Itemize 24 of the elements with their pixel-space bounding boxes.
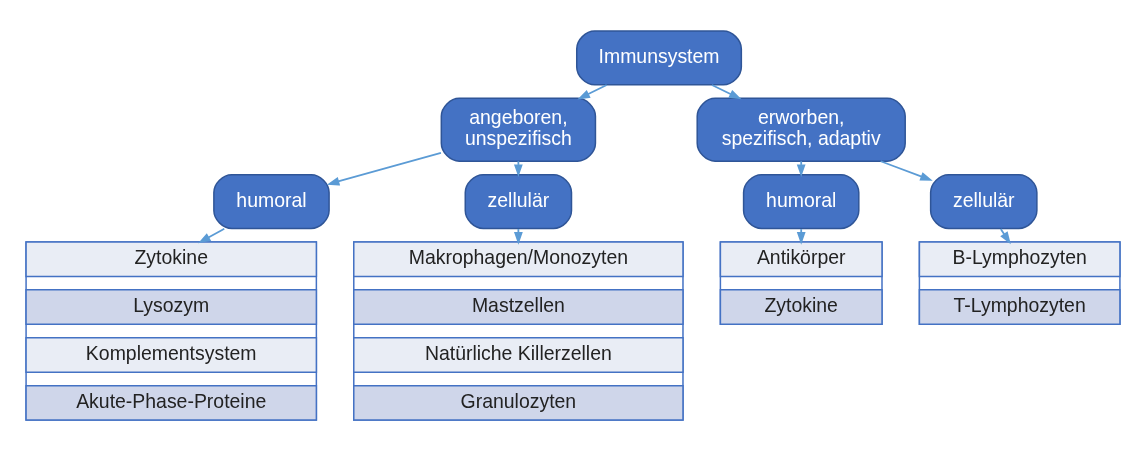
node-box: Lysozym <box>25 288 318 325</box>
node-box: zellulär <box>929 173 1038 229</box>
node-box: zellulär <box>464 173 573 229</box>
node-box: Mastzellen <box>353 288 684 325</box>
node-box: Granulozyten <box>353 384 684 421</box>
node-box: Komplementsystem <box>25 336 318 373</box>
node-box: B-Lymphozyten <box>918 240 1121 277</box>
node-box: erworben, spezifisch, adaptiv <box>696 97 906 162</box>
node-box: T-Lymphozyten <box>918 288 1121 325</box>
node-box: humoral <box>213 173 330 229</box>
arrow <box>198 227 226 243</box>
node-box: Natürliche Killerzellen <box>353 336 684 373</box>
node-box: Akute-Phase-Proteine <box>25 384 318 421</box>
arrow <box>711 83 742 99</box>
node-box: Immunsystem <box>576 29 743 86</box>
node-box: Zytokine <box>25 240 318 277</box>
node-box: humoral <box>742 173 860 229</box>
arrow <box>577 83 608 99</box>
arrow <box>326 151 442 185</box>
node-box: Antikörper <box>719 240 883 277</box>
node-box: angeboren, unspezifisch <box>440 97 597 162</box>
arrow <box>879 159 933 181</box>
node-box: Zytokine <box>719 288 883 325</box>
node-box: Makrophagen/Monozyten <box>353 240 684 277</box>
